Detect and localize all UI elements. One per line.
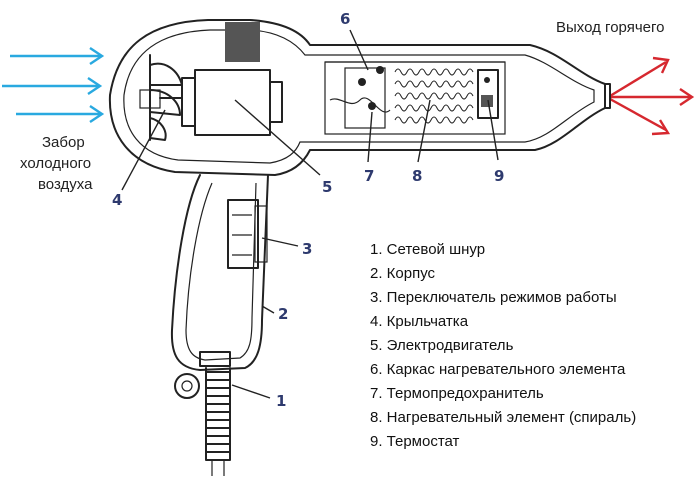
legend: 1. Сетевой шнур 2. Корпус 3. Переключате… (370, 241, 636, 450)
legend-item-3: 3. Переключатель режимов работы (370, 289, 617, 306)
legend-item-1: 1. Сетевой шнур (370, 241, 485, 258)
mode-switch (227, 199, 268, 269)
electric-motor (159, 69, 283, 136)
intake-arrows (2, 47, 105, 123)
motor-bracket (225, 22, 260, 62)
callout-1: 1 (276, 392, 286, 410)
intake-label: Забор холодного воздуха (20, 134, 93, 193)
legend-item-9: 9. Термостат (370, 433, 460, 450)
intake-arrow-mid-2 (16, 105, 105, 123)
legend-item-5: 5. Электродвигатель (370, 337, 514, 354)
callout-7: 7 (364, 167, 374, 185)
callout-8: 8 (412, 167, 422, 185)
nozzle-tip (604, 83, 611, 109)
heating-element-frame (324, 61, 506, 135)
head-inner-shell (123, 29, 595, 164)
outlet-arrows (609, 56, 695, 136)
callout-3: 3 (302, 240, 312, 258)
legend-item-6: 6. Каркас нагревательного элемента (370, 361, 626, 378)
callout-4: 4 (112, 191, 122, 209)
callout-5: 5 (322, 178, 332, 196)
intake-label-line-2: холодного (20, 155, 91, 172)
outlet-arrow-mid (610, 88, 695, 106)
heating-coil (394, 68, 474, 124)
outlet-arrow-up (609, 56, 670, 98)
intake-label-line-1: Забор (42, 134, 85, 151)
intake-arrow-top (10, 47, 105, 65)
legend-item-2: 2. Корпус (370, 265, 436, 282)
legend-item-8: 8. Нагревательный элемент (спираль) (370, 409, 636, 426)
outlet-arrow-down (609, 97, 671, 136)
callout-9: 9 (494, 167, 504, 185)
dryer-body (108, 19, 611, 371)
outlet-label: Выход горячего (556, 19, 664, 36)
legend-item-4: 4. Крыльчатка (370, 313, 469, 330)
handle-inner (185, 182, 257, 361)
power-cord (174, 351, 231, 476)
thermostat (477, 69, 499, 119)
legend-item-7: 7. Термопредохранитель (370, 385, 544, 402)
callout-2: 2 (278, 305, 288, 323)
handle-outer (170, 174, 269, 371)
leader-lines (121, 29, 499, 399)
head-outer-shell (108, 19, 606, 176)
intake-label-line-3: воздуха (38, 176, 93, 193)
callout-6: 6 (340, 10, 350, 28)
intake-arrow-mid-1 (2, 77, 103, 95)
thermal-fuse (329, 66, 391, 129)
